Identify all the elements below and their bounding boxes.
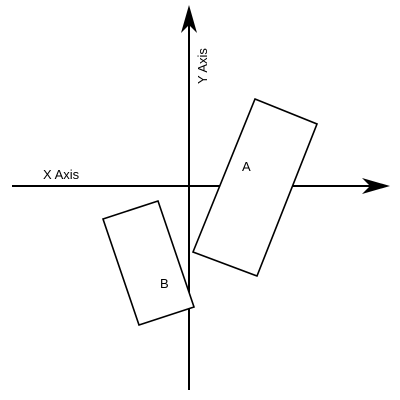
rectangle-b — [101, 199, 196, 327]
y-axis-arrowhead — [181, 5, 197, 33]
rectangle-b-label: B — [160, 276, 169, 291]
rectangle-a-label: A — [242, 159, 251, 174]
y-axis-label: Y Axis — [195, 48, 210, 84]
x-axis-label: X Axis — [43, 167, 80, 182]
x-axis-arrowhead — [362, 178, 390, 194]
rectangle-a — [191, 97, 319, 278]
